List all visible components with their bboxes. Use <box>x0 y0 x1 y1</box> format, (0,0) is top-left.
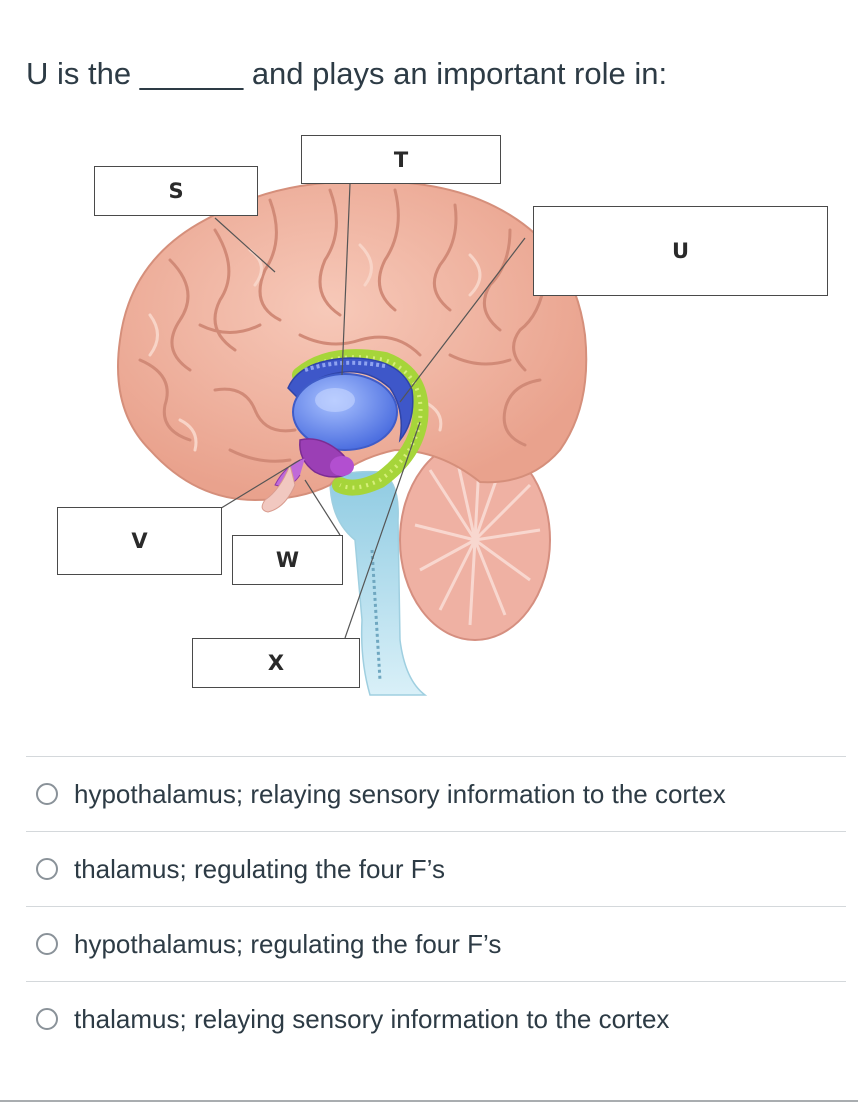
label-w: W <box>275 548 300 572</box>
radio-button-icon[interactable] <box>36 1008 58 1030</box>
leader-lines <box>214 183 526 639</box>
brain-illustration <box>117 180 588 696</box>
answer-option-text: thalamus; relaying sensory information t… <box>74 1003 670 1034</box>
question-text: U is the ______ and plays an important r… <box>26 52 826 96</box>
answer-option-2[interactable]: thalamus; regulating the four F’s <box>26 831 846 906</box>
answer-option-text: hypothalamus; relaying sensory informati… <box>74 778 726 809</box>
question-suffix: and plays an important role in: <box>251 56 668 91</box>
radio-button-icon[interactable] <box>36 783 58 805</box>
hypothalamus <box>274 438 354 487</box>
label-box-v: V <box>57 507 222 575</box>
question-blank: ______ <box>139 56 244 91</box>
label-v: V <box>131 529 148 553</box>
answer-option-text: thalamus; regulating the four F’s <box>74 853 445 884</box>
label-u: U <box>671 239 690 263</box>
answer-option-4[interactable]: thalamus; relaying sensory information t… <box>26 981 846 1056</box>
label-box-s: S <box>94 166 258 216</box>
label-box-w: W <box>232 535 343 585</box>
label-box-t: T <box>301 135 501 184</box>
answer-option-1[interactable]: hypothalamus; relaying sensory informati… <box>26 756 846 831</box>
label-box-x: X <box>192 638 360 688</box>
label-x: X <box>267 651 285 675</box>
cerebellum <box>399 439 551 641</box>
answer-option-3[interactable]: hypothalamus; regulating the four F’s <box>26 906 846 981</box>
cerebrum <box>117 180 588 502</box>
page-divider <box>0 1100 858 1102</box>
brain-diagram: S T U V W X <box>0 120 858 720</box>
radio-button-icon[interactable] <box>36 858 58 880</box>
answer-options: hypothalamus; relaying sensory informati… <box>26 756 846 1056</box>
answer-option-text: hypothalamus; regulating the four F’s <box>74 928 502 959</box>
radio-button-icon[interactable] <box>36 933 58 955</box>
question-prefix: U is the <box>26 56 132 91</box>
label-t: T <box>393 147 409 172</box>
label-box-u: U <box>533 206 828 296</box>
pituitary-stalk <box>261 463 296 513</box>
label-s: S <box>168 179 184 203</box>
thalamus <box>292 373 398 451</box>
